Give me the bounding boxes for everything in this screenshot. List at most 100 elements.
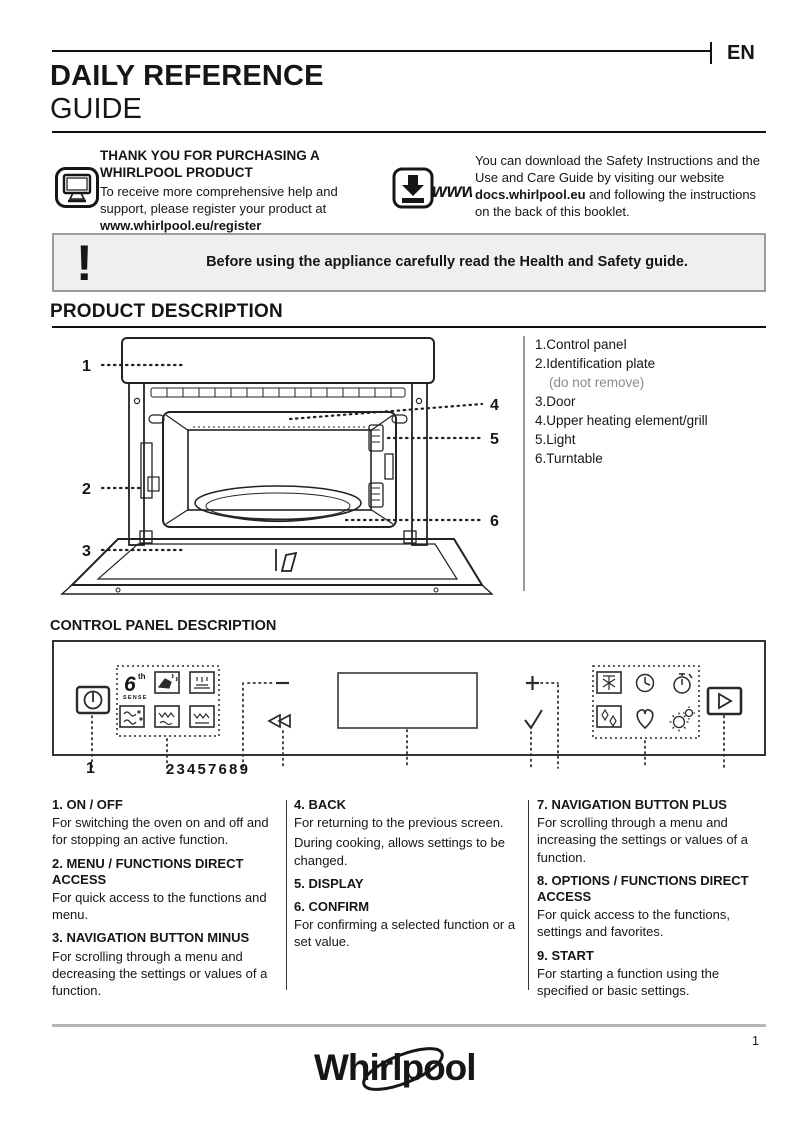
- doc-title-line2: GUIDE: [50, 93, 142, 125]
- power-icon: [75, 685, 111, 715]
- legend-divider-1: [286, 800, 287, 990]
- part-item: 3.Door: [535, 394, 576, 409]
- settings-icon: [669, 706, 695, 732]
- register-body: To receive more comprehensive help and s…: [100, 183, 338, 216]
- language-badge: EN: [727, 42, 755, 64]
- whirlpool-logo: Whirlpool: [300, 1036, 500, 1100]
- legend-body: For returning to the previous screen.: [294, 815, 504, 831]
- menu-functions-group: [116, 665, 220, 737]
- grill-icon: [189, 705, 215, 728]
- legend-heading: 2. MENU / FUNCTIONS DIRECT ACCESS: [52, 855, 244, 887]
- footer-rule: [52, 1024, 766, 1027]
- identification-plate: [140, 442, 153, 499]
- warning-band: ! Before using the appliance carefully r…: [52, 233, 766, 292]
- product-title-underline: [52, 326, 766, 328]
- part-note: (do not remove): [549, 375, 645, 390]
- part-item: 2.Identification plate (do not remove): [535, 354, 767, 392]
- oven-cavity-frame: [162, 411, 397, 528]
- legend-body: For starting a function using the specif…: [537, 965, 720, 998]
- legend-body: For scrolling through a menu and increas…: [537, 815, 749, 865]
- favorites-icon: [636, 709, 654, 730]
- options-group: [592, 665, 700, 739]
- legend-body: For quick access to the functions, setti…: [537, 907, 730, 940]
- diagram-list-divider: [523, 336, 525, 591]
- parts-list: 1.Control panel 2.Identification plate (…: [535, 335, 767, 468]
- diagram-callout-6: 6: [490, 513, 499, 530]
- crisp-icon: [154, 671, 180, 694]
- part-item: 6.Turntable: [535, 451, 603, 466]
- doc-title-line1: DAILY REFERENCE: [50, 60, 324, 92]
- diagram-callout-3: 3: [82, 543, 91, 560]
- www-label: www: [432, 181, 472, 202]
- back-icon: [267, 713, 291, 729]
- register-block: THANK YOU FOR PURCHASING A WHIRLPOOL PRO…: [100, 148, 360, 234]
- defrost-icon: [596, 671, 622, 694]
- svg-text:6: 6: [124, 673, 136, 696]
- legend-column-1: 1. ON / OFF For switching the oven on an…: [52, 797, 282, 1002]
- oven-top-panel: [121, 337, 435, 384]
- legend-body: For confirming a selected function or a …: [294, 917, 516, 950]
- confirm-icon: [524, 709, 543, 730]
- legend-column-2: 4. BACK For returning to the previous sc…: [294, 797, 521, 954]
- legend-heading: 8. OPTIONS / FUNCTIONS DIRECT ACCESS: [537, 872, 749, 904]
- legend-heading: 7. NAVIGATION BUTTON PLUS: [537, 797, 727, 812]
- sixth-sense-logo: 6 th SENSE: [123, 672, 148, 701]
- legend-heading: 9. START: [537, 947, 594, 963]
- oven-diagram: 1 2 3 4 5 6: [58, 335, 513, 597]
- part-item: 1.Control panel: [535, 337, 627, 352]
- clock-icon: [635, 673, 655, 693]
- start-icon: [706, 686, 743, 716]
- warning-text: Before using the appliance carefully rea…: [206, 254, 688, 270]
- register-heading: THANK YOU FOR PURCHASING A WHIRLPOOL PRO…: [100, 148, 320, 180]
- clean-icon: [596, 705, 622, 728]
- part-item: 4.Upper heating element/grill: [535, 413, 708, 428]
- download-link: docs.whirlpool.eu: [475, 186, 586, 202]
- legend-body: For scrolling through a menu and decreas…: [52, 948, 268, 998]
- legend-heading: 6. CONFIRM: [294, 898, 370, 914]
- legend-heading: 5. DISPLAY: [294, 875, 364, 891]
- computer-monitor-icon: [54, 164, 100, 210]
- panel-callout-cluster: 2 3 4 5 7 6 8 9: [166, 761, 249, 778]
- oven-door: [69, 538, 484, 586]
- legend-heading: 1. ON / OFF: [52, 797, 123, 812]
- panel-callout-leaders: [91, 682, 725, 769]
- callout-leader-4: [288, 402, 484, 421]
- diagram-callout-4: 4: [490, 397, 499, 414]
- diagram-callout-5: 5: [490, 431, 499, 448]
- legend-divider-2: [528, 800, 529, 990]
- header-rule-tick: [710, 42, 712, 64]
- plus-icon: [526, 676, 539, 690]
- diagram-callout-1: 1: [82, 358, 91, 375]
- diagram-callout-2: 2: [82, 481, 91, 498]
- panel-callout-1: 1: [86, 760, 95, 777]
- register-url: www.whirlpool.eu/register: [100, 217, 262, 233]
- turntable: [194, 485, 362, 521]
- legend-heading: 3. NAVIGATION BUTTON MINUS: [52, 930, 250, 946]
- grill-combi-icon: [154, 705, 180, 728]
- legend-body: For quick access to the functions and me…: [52, 890, 267, 923]
- logo-swoosh: [362, 1047, 444, 1091]
- exclamation-icon: !: [76, 235, 93, 291]
- steam-icon: [189, 671, 215, 694]
- legend-body: For switching the oven on and off and fo…: [52, 815, 269, 848]
- oven-light: [368, 424, 384, 452]
- legend-body: During cooking, allows settings to be ch…: [294, 835, 506, 868]
- download-text: You can download the Safety Instructions…: [475, 153, 760, 185]
- timer-icon: [673, 673, 693, 694]
- download-block: You can download the Safety Instructions…: [475, 153, 768, 221]
- download-www-icon: www: [392, 167, 472, 209]
- svg-text:SENSE: SENSE: [123, 695, 148, 701]
- display: [337, 672, 478, 729]
- legend-column-3: 7. NAVIGATION BUTTON PLUS For scrolling …: [537, 797, 768, 1002]
- control-panel-frame: [52, 640, 766, 756]
- brand-wordmark: Whirlpool: [314, 1047, 476, 1088]
- title-underline: [52, 131, 766, 133]
- legend-heading: 4. BACK: [294, 797, 347, 812]
- page-number: 1: [752, 1034, 759, 1048]
- product-description-title: PRODUCT DESCRIPTION: [50, 301, 283, 322]
- header-rule: [52, 50, 710, 52]
- svg-text:th: th: [138, 672, 146, 681]
- part-item: 5.Light: [535, 432, 576, 447]
- control-panel-title: CONTROL PANEL DESCRIPTION: [50, 618, 277, 634]
